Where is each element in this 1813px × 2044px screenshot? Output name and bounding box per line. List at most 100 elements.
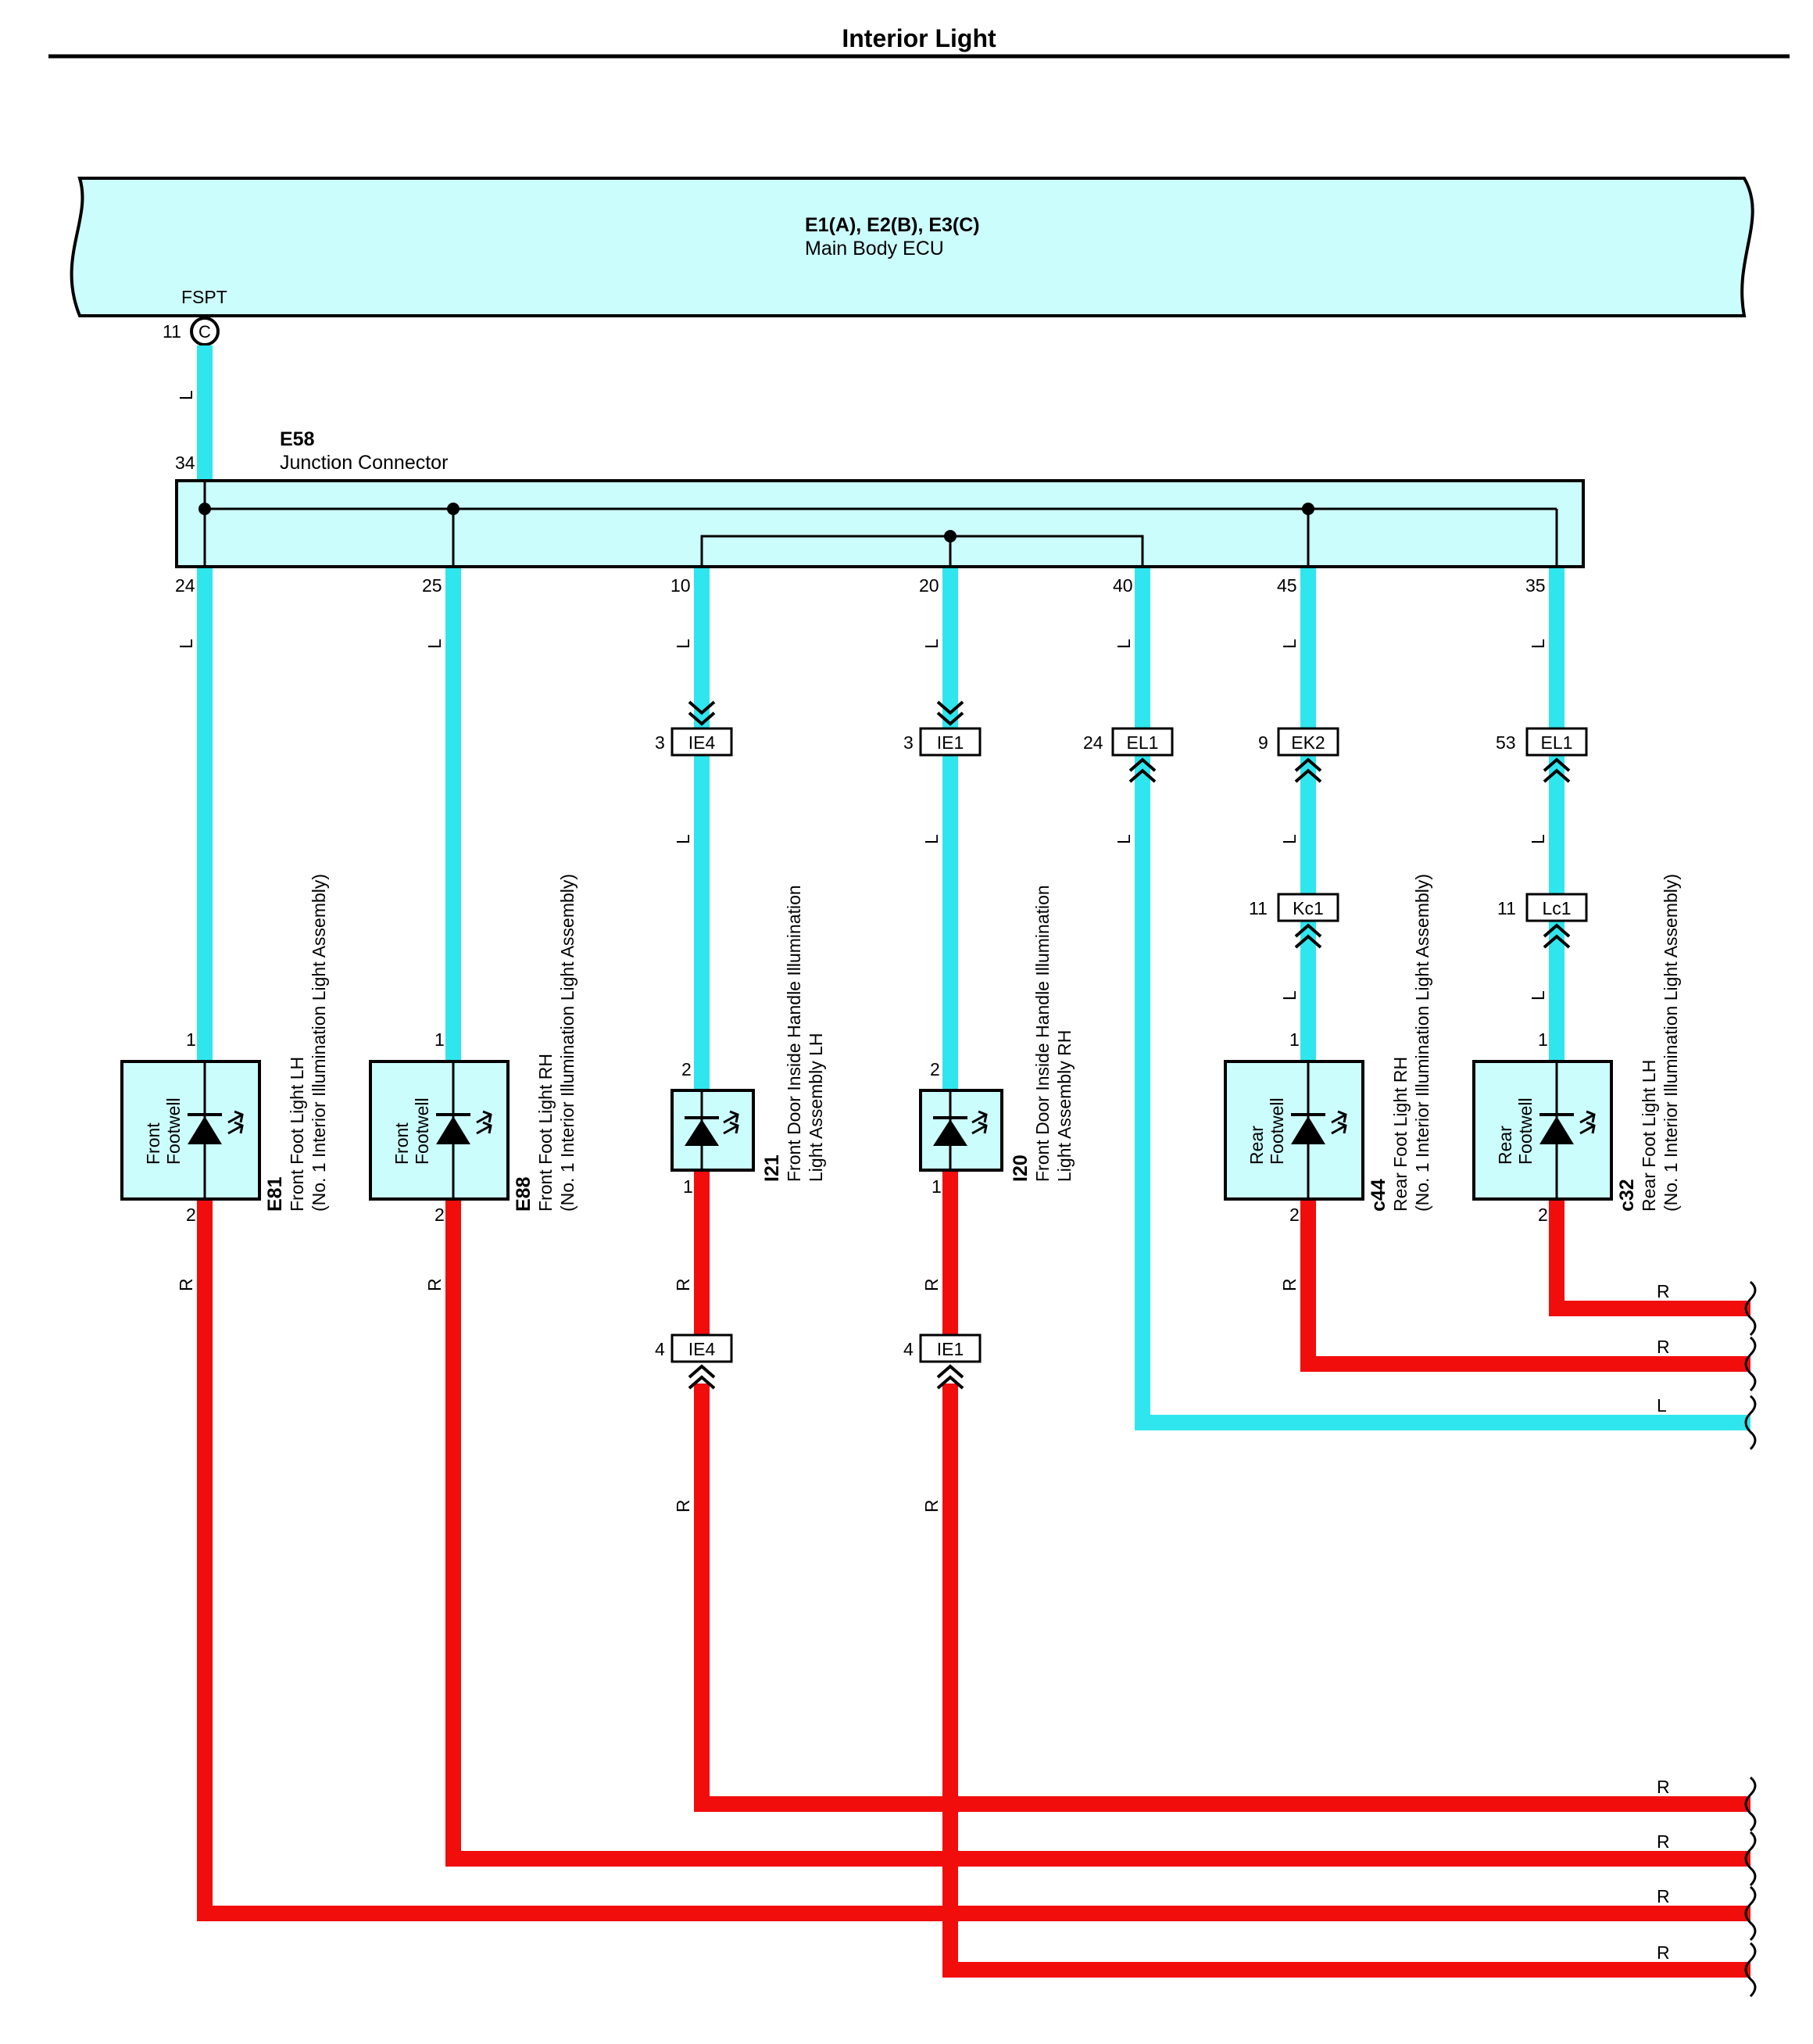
light-blue-wires	[197, 345, 1750, 1430]
svg-text:c44: c44	[1368, 1179, 1389, 1212]
wire-label-l: L	[921, 639, 942, 649]
wire-pin40-out	[1135, 567, 1750, 1430]
junction-pin-25: 25	[422, 575, 442, 596]
wire-label-l: L	[1528, 834, 1548, 844]
svg-text:1: 1	[1538, 1029, 1548, 1050]
junction-input-pin: 34	[175, 453, 195, 473]
svg-text:IE1: IE1	[937, 732, 964, 753]
light-e88: Front Footwell 1 2 E88 Front Foot Light …	[369, 874, 578, 1225]
wire-c44-ground	[1300, 1199, 1750, 1372]
svg-text:Front Foot Light RH: Front Foot Light RH	[535, 1054, 556, 1212]
wire-label-l: L	[1528, 639, 1548, 649]
svg-text:Front: Front	[143, 1122, 163, 1165]
junction-name: Junction Connector	[280, 452, 448, 474]
svg-text:Rear Foot Light LH: Rear Foot Light LH	[1639, 1060, 1659, 1212]
wire-color-labels-vertical: L L L L L L L L L L L L L L L R R R R R …	[176, 390, 1548, 1512]
wire-label-l: L	[1528, 990, 1548, 1001]
svg-text:2: 2	[681, 1059, 692, 1079]
wire-label-l: L	[176, 639, 196, 649]
svg-text:1: 1	[932, 1176, 942, 1197]
ecu-connector-circle	[190, 317, 220, 346]
ecu-panel	[70, 177, 1754, 317]
wire-label-l: L	[424, 639, 445, 649]
wire-label-r: R	[673, 1499, 693, 1512]
wire-label-l: L	[1657, 1395, 1667, 1416]
junction-pin-10: 10	[670, 575, 691, 596]
svg-text:Kc1: Kc1	[1293, 898, 1324, 918]
junction-pin-35: 35	[1525, 575, 1546, 596]
wire-label-r: R	[1657, 1942, 1670, 1963]
wire-c32-ground	[1549, 1199, 1750, 1316]
light-i20: 2 1 I20 Front Door Inside Handle Illumin…	[919, 885, 1075, 1197]
svg-text:1: 1	[1289, 1029, 1300, 1050]
connector-ie4-a: IE4 3	[655, 700, 733, 757]
svg-text:2: 2	[930, 1059, 940, 1079]
junction-box	[175, 479, 1585, 568]
ecu-code: E1(A), E2(B), E3(C)	[805, 214, 980, 236]
svg-text:24: 24	[1083, 732, 1103, 753]
svg-text:IE4: IE4	[688, 732, 716, 753]
connector-el1-a: EL1 24	[1083, 727, 1174, 783]
wire-i20-ground-b	[942, 1384, 1750, 1978]
wire-label-r: R	[176, 1278, 196, 1291]
connector-kc1: Kc1 11	[1249, 893, 1339, 949]
light-i21: 2 1 I21 Front Door Inside Handle Illumin…	[670, 885, 826, 1197]
svg-text:1: 1	[186, 1029, 196, 1050]
svg-text:2: 2	[186, 1205, 196, 1225]
svg-text:(No. 1 Interior Illumination L: (No. 1 Interior Illumination Light Assem…	[1661, 874, 1681, 1212]
svg-text:4: 4	[903, 1339, 914, 1359]
junction-pin-40: 40	[1113, 575, 1133, 596]
junction-pin-45: 45	[1277, 575, 1297, 596]
junction-dots	[198, 503, 1314, 542]
svg-text:Footwell: Footwell	[1515, 1097, 1536, 1165]
svg-text:Front: Front	[392, 1122, 412, 1165]
svg-text:2: 2	[434, 1205, 445, 1225]
svg-text:3: 3	[903, 732, 914, 753]
junction-code: E58	[280, 428, 315, 450]
wire-e81-ground	[197, 1199, 1750, 1921]
svg-text:I21: I21	[761, 1154, 783, 1182]
junction-pin-20: 20	[919, 575, 939, 596]
wire-e88-ground	[445, 1199, 1750, 1867]
svg-text:53: 53	[1496, 732, 1516, 753]
wire-label-r: R	[1279, 1278, 1300, 1291]
ecu-name: Main Body ECU	[805, 238, 944, 260]
wire-label-r: R	[1657, 1831, 1670, 1852]
svg-text:c32: c32	[1616, 1179, 1638, 1212]
svg-text:9: 9	[1258, 732, 1268, 753]
wire-label-r: R	[1657, 1337, 1670, 1357]
svg-text:Rear: Rear	[1495, 1126, 1515, 1165]
wire-i21-ground-b	[694, 1384, 1750, 1812]
wire-label-l: L	[673, 834, 693, 844]
svg-text:(No. 1 Interior Illumination L: (No. 1 Interior Illumination Light Assem…	[309, 874, 329, 1212]
connector-ie1-a: IE1 3	[903, 700, 982, 757]
wire-label-l: L	[176, 390, 196, 400]
svg-text:3: 3	[655, 732, 665, 753]
light-c44: Rear Footwell 1 2 c44 Rear Foot Light RH…	[1224, 874, 1432, 1225]
wire-label-l: L	[1279, 639, 1300, 649]
connector-el1-b: EL1 53	[1496, 727, 1588, 783]
svg-text:11: 11	[1497, 898, 1516, 918]
ecu-terminal-name: FSPT	[181, 287, 227, 307]
wire-label-l: L	[1114, 639, 1134, 649]
ecu-connector-letter: C	[198, 322, 211, 342]
connector-ek2: EK2 9	[1258, 727, 1339, 783]
wire-label-r: R	[1657, 1886, 1670, 1906]
svg-text:I20: I20	[1010, 1154, 1032, 1182]
wire-label-r: R	[1657, 1777, 1670, 1797]
svg-text:IE1: IE1	[937, 1339, 964, 1359]
svg-text:(No. 1 Interior Illumination L: (No. 1 Interior Illumination Light Assem…	[557, 874, 578, 1212]
svg-text:Front Foot Light LH: Front Foot Light LH	[287, 1057, 307, 1212]
red-wires	[197, 1170, 1750, 1978]
svg-text:Light Assembly RH: Light Assembly RH	[1054, 1030, 1075, 1182]
svg-text:Footwell: Footwell	[163, 1097, 184, 1165]
svg-text:Rear Foot Light RH: Rear Foot Light RH	[1390, 1057, 1411, 1212]
svg-text:Footwell: Footwell	[1267, 1097, 1287, 1165]
wire-label-l: L	[1114, 834, 1134, 844]
svg-text:EL1: EL1	[1541, 732, 1573, 753]
svg-text:Rear: Rear	[1246, 1126, 1267, 1165]
junction-pin-24: 24	[175, 575, 195, 596]
svg-text:EL1: EL1	[1127, 732, 1159, 753]
wire-label-r: R	[424, 1278, 445, 1291]
